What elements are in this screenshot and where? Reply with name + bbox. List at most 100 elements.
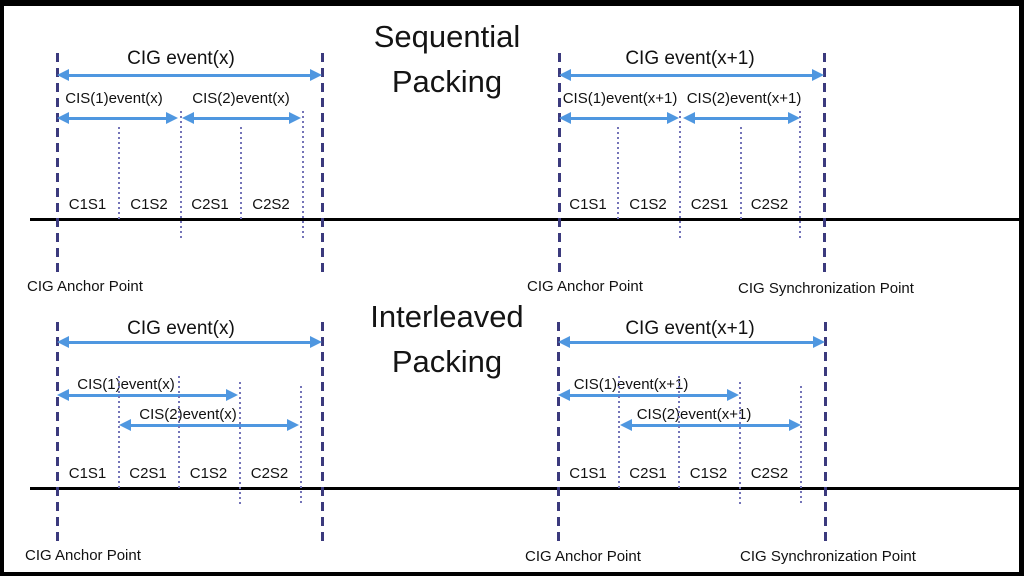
- subevent-boundary-dotted-line: [678, 376, 680, 490]
- cig-anchor-dashed-line: [557, 322, 560, 545]
- subevent-boundary-dotted-line: [617, 127, 619, 219]
- arrowhead-left-icon: [558, 336, 570, 348]
- title-sequential-line2: Packing: [391, 64, 503, 99]
- subevent-boundary-dotted-line: [239, 382, 241, 504]
- arrow-shaft: [567, 393, 730, 397]
- arrowhead-left-icon: [57, 389, 69, 401]
- slot-label: C2S2: [750, 196, 789, 213]
- cig-event-label: CIG event(x): [127, 48, 235, 69]
- arrowhead-left-icon: [57, 69, 69, 81]
- subevent-boundary-dotted-line: [240, 127, 242, 219]
- slot-label: C2S2: [250, 465, 289, 482]
- arrowhead-right-icon: [788, 112, 800, 124]
- arrowhead-left-icon: [620, 419, 632, 431]
- arrow-shaft: [191, 116, 292, 120]
- slot-label: C2S1: [690, 196, 729, 213]
- cis1-event-arrow: [57, 389, 238, 401]
- cis2-event-arrow: [119, 419, 299, 431]
- title-sequential-packing: Sequential Packing: [337, 14, 557, 104]
- arrowhead-right-icon: [226, 389, 238, 401]
- arrowhead-right-icon: [667, 112, 679, 124]
- cig-anchor-dashed-line: [56, 53, 59, 277]
- cig-event-end-dashed-line: [321, 322, 324, 545]
- cig-event-label: CIG event(x): [127, 318, 235, 339]
- subevent-boundary-dotted-line: [302, 111, 304, 238]
- cig-event-end-dashed-line: [321, 53, 324, 277]
- slot-label: C2S1: [629, 465, 667, 482]
- slot-label: C1S2: [689, 465, 728, 482]
- slot-label: C2S2: [750, 465, 789, 482]
- cig-anchor-dashed-line: [558, 53, 561, 277]
- slot-label: C2S1: [191, 196, 229, 213]
- slot-label: C1S1: [569, 465, 607, 482]
- cis1-event-label: CIS(1)event(x+1): [562, 90, 678, 107]
- cig-synchronization-point-label: CIG Synchronization Point: [738, 280, 914, 297]
- subevent-boundary-dotted-line: [679, 111, 681, 238]
- arrow-shaft: [66, 340, 313, 344]
- subevent-boundary-dotted-line: [740, 127, 742, 219]
- cig-event-arrow: [57, 69, 322, 81]
- subevent-boundary-dotted-line: [178, 376, 180, 490]
- title-interleaved-line1: Interleaved: [370, 299, 524, 334]
- cis1-event-label: CIS(1)event(x+1): [573, 376, 689, 393]
- slot-label: C1S2: [189, 465, 228, 482]
- cis1-event-arrow: [558, 389, 739, 401]
- cis2-event-label: CIS(2)event(x): [139, 406, 237, 423]
- cig-sync-dashed-line: [823, 53, 826, 277]
- arrowhead-right-icon: [287, 419, 299, 431]
- arrowhead-right-icon: [310, 69, 322, 81]
- slot-label: C1S2: [629, 196, 667, 213]
- title-interleaved-line2: Packing: [391, 344, 503, 379]
- arrow-shaft: [568, 73, 815, 77]
- cig-anchor-dashed-line: [56, 322, 59, 545]
- cig-event-label: CIG event(x+1): [625, 318, 755, 339]
- cig-event-label: CIG event(x+1): [625, 48, 755, 69]
- title-sequential-line1: Sequential: [373, 19, 521, 54]
- subevent-boundary-dotted-line: [799, 111, 801, 238]
- cig-event-arrow: [558, 336, 825, 348]
- timeline-sequential: [30, 218, 1019, 221]
- arrowhead-right-icon: [813, 336, 825, 348]
- arrow-shaft: [66, 393, 229, 397]
- arrowhead-left-icon: [119, 419, 131, 431]
- arrowhead-left-icon: [559, 112, 571, 124]
- cis1-event-arrow: [57, 112, 178, 124]
- cig-synchronization-point-label: CIG Synchronization Point: [740, 548, 916, 565]
- arrowhead-right-icon: [289, 112, 301, 124]
- arrowhead-right-icon: [812, 69, 824, 81]
- slot-label: C1S2: [130, 196, 168, 213]
- arrowhead-left-icon: [558, 389, 570, 401]
- arrow-shaft: [629, 423, 792, 427]
- arrowhead-left-icon: [683, 112, 695, 124]
- cis2-event-label: CIS(2)event(x+1): [636, 406, 752, 423]
- subevent-boundary-dotted-line: [118, 127, 120, 219]
- slot-label: C1S1: [569, 196, 607, 213]
- slot-label: C1S1: [68, 465, 107, 482]
- slot-label: C2S1: [129, 465, 167, 482]
- cig-anchor-point-label: CIG Anchor Point: [525, 548, 641, 565]
- cig-anchor-point-label: CIG Anchor Point: [25, 547, 141, 564]
- subevent-boundary-dotted-line: [739, 382, 741, 504]
- arrow-shaft: [567, 340, 816, 344]
- arrow-shaft: [66, 73, 313, 77]
- subevent-boundary-dotted-line: [180, 111, 182, 238]
- cis2-event-arrow: [620, 419, 801, 431]
- title-interleaved-packing: Interleaved Packing: [337, 294, 557, 384]
- cis1-event-arrow: [559, 112, 679, 124]
- subevent-boundary-dotted-line: [118, 376, 120, 489]
- cig-anchor-point-label: CIG Anchor Point: [527, 278, 643, 295]
- arrowhead-left-icon: [57, 336, 69, 348]
- cis2-event-arrow: [182, 112, 301, 124]
- arrowhead-right-icon: [166, 112, 178, 124]
- arrow-shaft: [66, 116, 169, 120]
- cig-anchor-point-label: CIG Anchor Point: [27, 278, 143, 295]
- cis2-event-label: CIS(2)event(x): [192, 90, 290, 107]
- cis1-event-label: CIS(1)event(x): [65, 90, 163, 107]
- arrow-shaft: [568, 116, 670, 120]
- slot-label: C2S2: [252, 196, 290, 213]
- arrowhead-right-icon: [310, 336, 322, 348]
- cig-event-arrow: [57, 336, 322, 348]
- arrow-shaft: [692, 116, 791, 120]
- cis1-event-label: CIS(1)event(x): [77, 376, 175, 393]
